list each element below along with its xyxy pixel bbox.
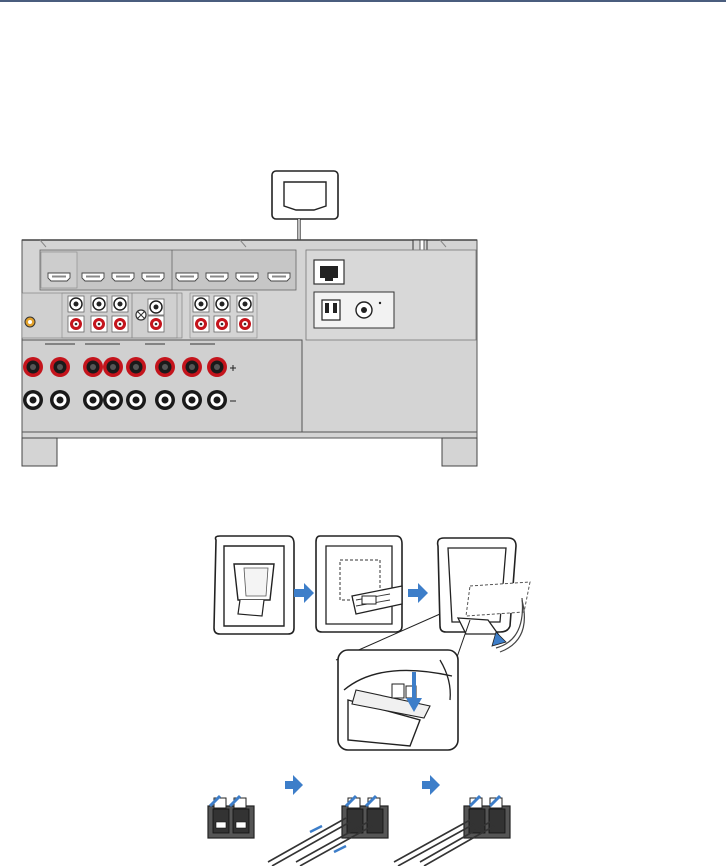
- loop-antenna-icon: [438, 538, 530, 634]
- zoom-callout-icon: [336, 614, 470, 750]
- receiver-rear-panel: [22, 240, 477, 466]
- loop-antenna-icon: [214, 536, 294, 634]
- lan-port-icon: [314, 260, 344, 284]
- push-terminal-icon: [208, 796, 254, 838]
- am-antenna-icon: [272, 171, 338, 219]
- push-terminal-icon: [464, 796, 510, 838]
- loop-antenna-icon: [316, 536, 402, 632]
- step-arrow-icon: [285, 775, 440, 795]
